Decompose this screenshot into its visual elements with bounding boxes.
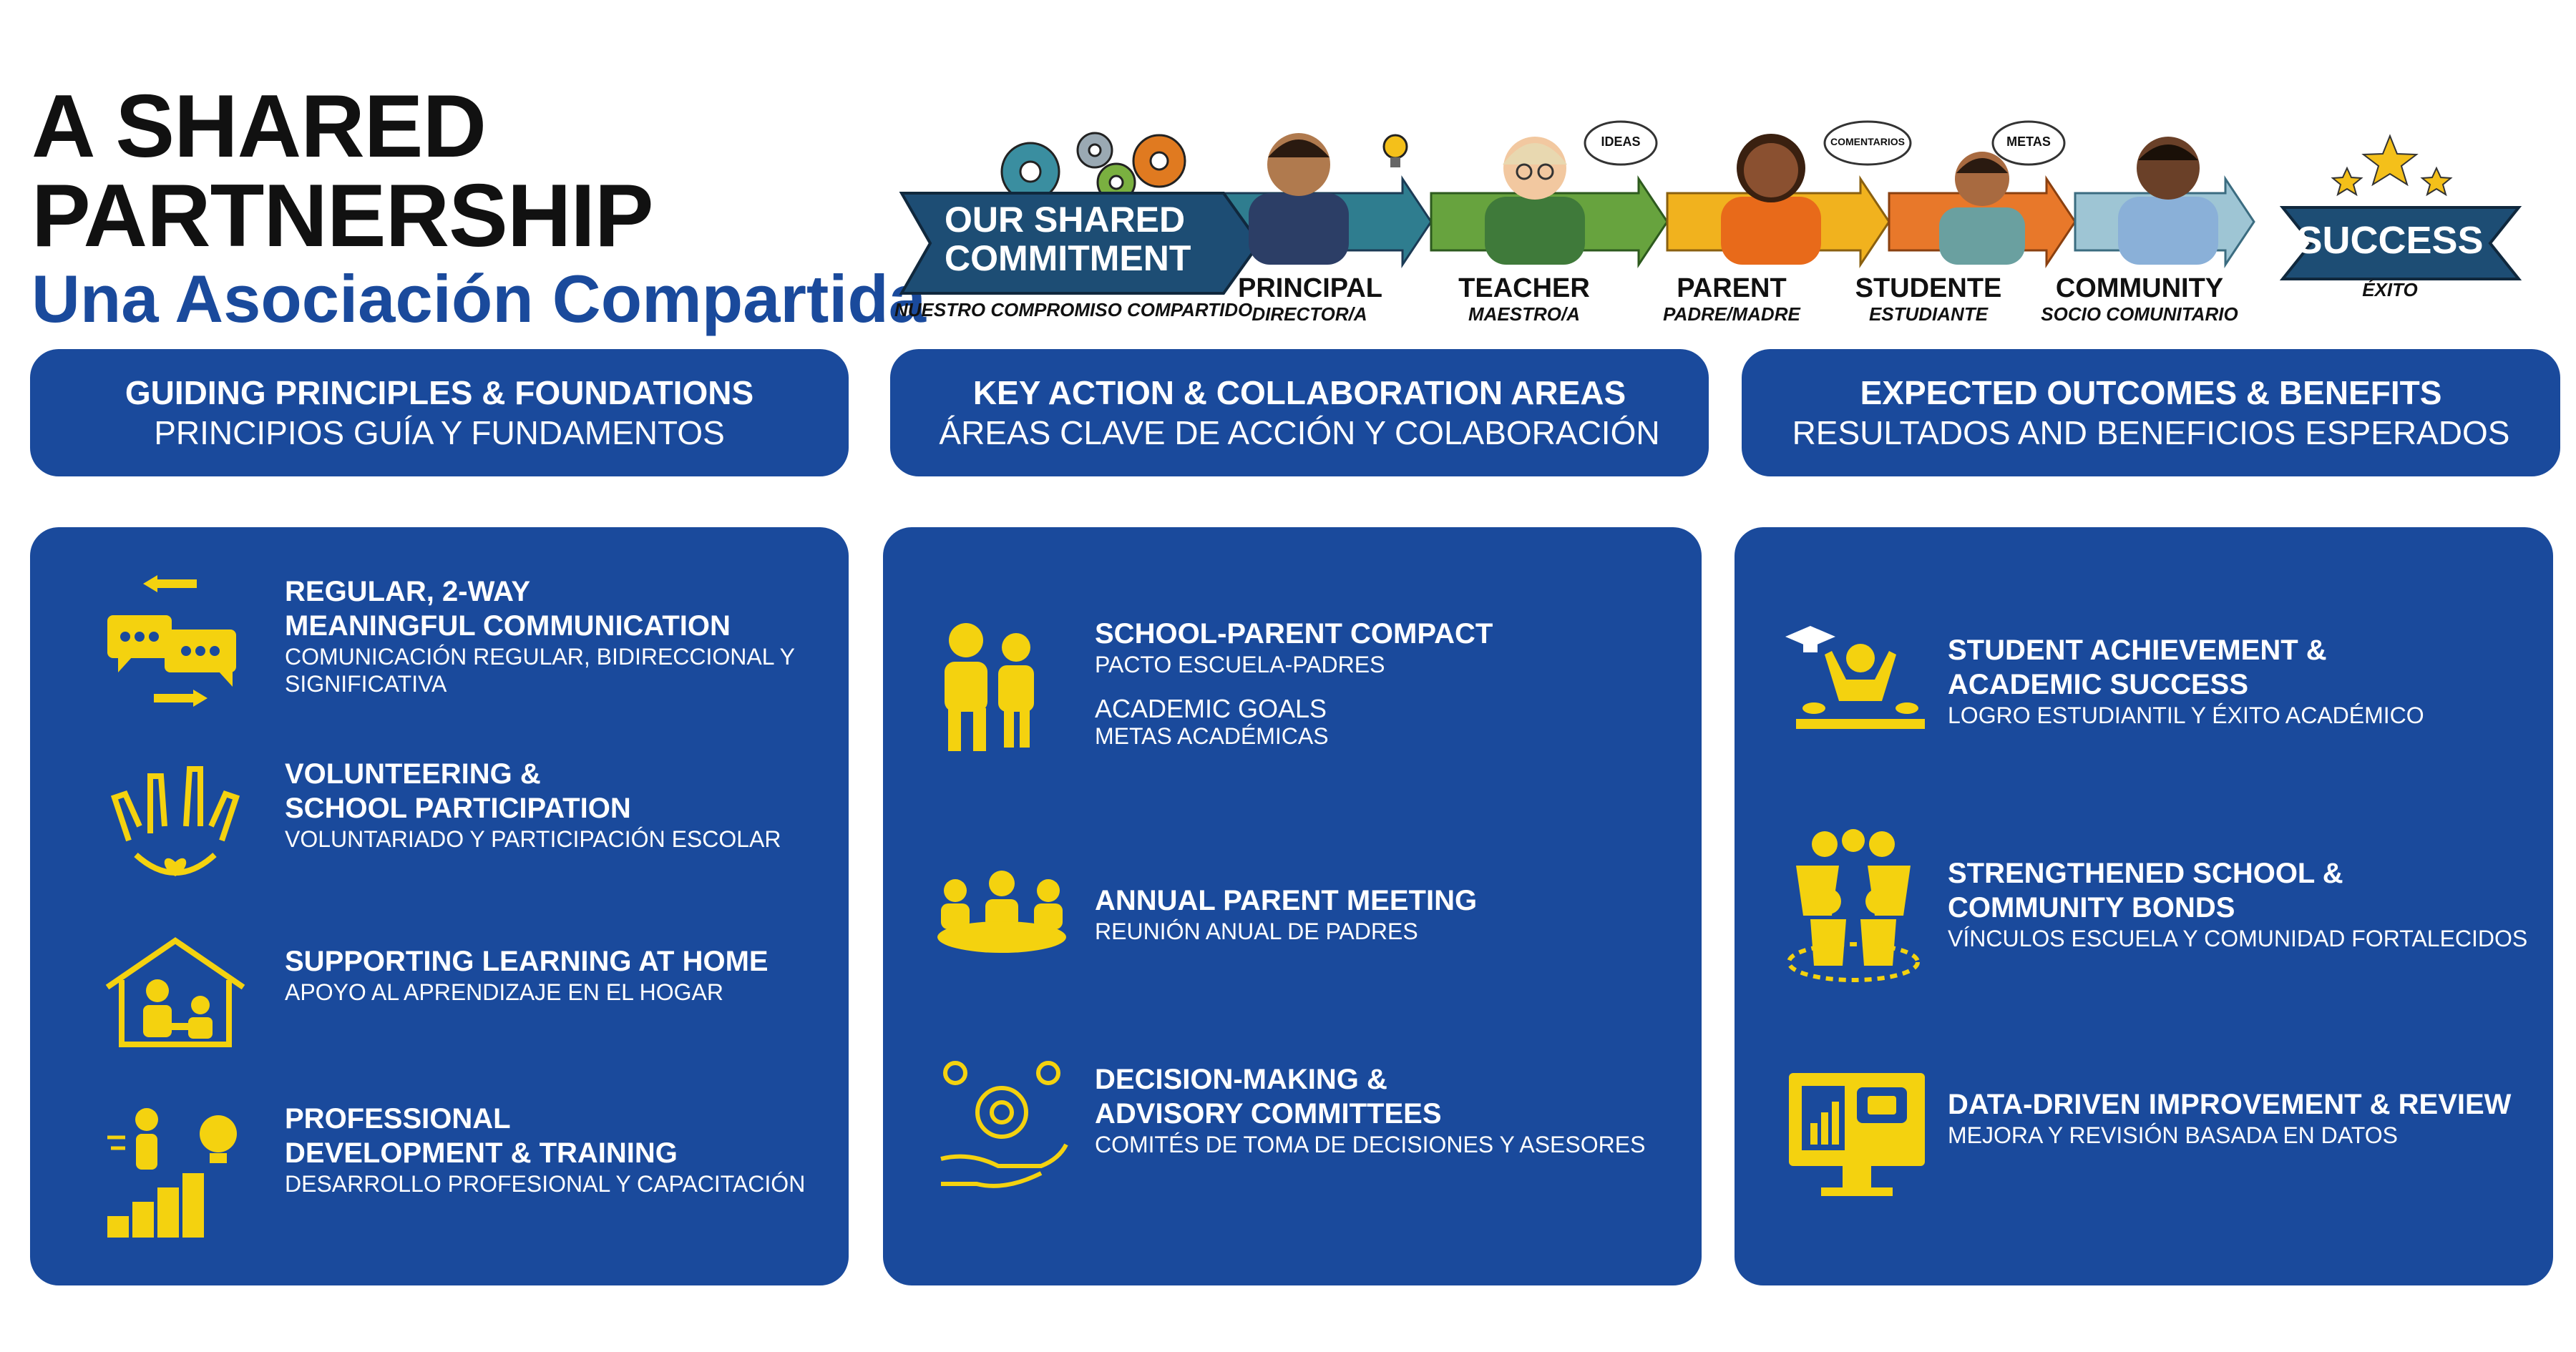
bubble-metas [1991,120,2066,166]
home-learning-icon [105,937,245,1047]
header-en: EXPECTED OUTCOMES & BENEFITS [1860,374,2442,411]
stars-icon [2331,134,2453,197]
role-community: COMMUNITY SOCIO COMUNITARIO [2039,273,2240,325]
item-subtitle: COMITÉS DE TOMA DE DECISIONES Y ASESORES [1095,1132,1646,1157]
item-title: DATA-DRIVEN IMPROVEMENT & REVIEW [1948,1089,2512,1120]
item-subtitle: LOGRO ESTUDIANTIL Y ÉXITO ACADÉMICO [1948,702,2424,728]
item-subtitle: REUNIÓN ANUAL DE PADRES [1095,919,1418,944]
gears-icon [1000,132,1186,202]
item-data-driven: DATA-DRIVEN IMPROVEMENT & REVIEW MEJORA … [1948,1087,2511,1149]
item-subtitle: DESARROLLO PROFESIONAL Y CAPACITACIÓN [285,1171,806,1197]
bubble-comentarios [1823,120,1912,166]
success-ribbon [2279,206,2522,280]
role-student: STUDENTE ESTUDIANTE [1850,273,2007,325]
item-title: SUPPORTING LEARNING AT HOME [285,946,769,977]
commitment-line1: OUR SHARED [945,200,1186,240]
page-subtitle: Una Asociación Compartida [31,261,927,336]
role-principal: PRINCIPAL DIRECTOR/A [1238,273,1382,325]
item-subtitle: COMUNICACIÓN REGULAR, BIDIRECCIONAL Y [285,644,795,670]
role-en: PRINCIPAL [1238,273,1382,303]
item-title: ANNUAL PARENT MEETING [1095,885,1478,916]
commitment-sub: NUESTRO COMPROMISO COMPARTIDO [894,299,1253,320]
bubble-ideas-text: IDEAS [1601,134,1641,149]
header-es: PRINCIPIOS GUÍA Y FUNDAMENTOS [154,414,725,451]
community-bonds-icon [1787,829,1920,982]
item-subtitle: VÍNCULOS ESCUELA Y COMUNIDAD FORTALECIDO… [1948,926,2528,951]
item-title: STRENGTHENED SCHOOL & [1948,858,2343,889]
item-title: ACADEMIC SUCCESS [1948,669,2249,700]
item-learning-home: SUPPORTING LEARNING AT HOME APOYO AL APR… [285,944,769,1006]
role-es: ESTUDIANTE [1868,303,1989,325]
role-en: PARENT [1677,273,1787,303]
lightbulb-icon [1382,134,1408,167]
item-subtitle: VOLUNTARIADO Y PARTICIPACIÓN ESCOLAR [285,826,781,852]
item-title: ADVISORY COMMITTEES [1095,1098,1442,1130]
header-es: ÁREAS CLAVE DE ACCIÓN Y COLABORACIÓN [939,414,1660,451]
academic-goals-subtitle: METAS ACADÉMICAS [1095,723,1329,749]
parent-avatar [1721,134,1821,265]
header-en: KEY ACTION & COLLABORATION AREAS [972,374,1626,411]
item-title: STUDENT ACHIEVEMENT & [1948,635,2327,666]
item-subtitle: APOYO AL APRENDIZAJE EN EL HOGAR [285,979,723,1005]
bubble-metas-text: METAS [2006,134,2051,149]
volunteer-hands-icon [110,766,240,876]
student-achievement-icon [1785,626,1925,729]
role-parent: PARENT PADRE/MADRE [1653,273,1810,325]
student-avatar [1939,152,2025,265]
principal-avatar [1249,133,1349,265]
commitment-line2: COMMITMENT [945,238,1191,278]
header-key-actions: KEY ACTION & COLLABORATION AREAS ÁREAS C… [890,349,1709,476]
item-communication: REGULAR, 2-WAY MEANINGFUL COMMUNICATION … [285,574,795,697]
item-professional-development: PROFESSIONAL DEVELOPMENT & TRAINING DESA… [285,1102,805,1197]
header-en: GUIDING PRINCIPLES & FOUNDATIONS [125,374,754,411]
role-teacher: TEACHER MAESTRO/A [1453,273,1596,325]
item-school-parent-compact: SCHOOL-PARENT COMPACT PACTO ESCUELA-PADR… [1095,617,1493,750]
header-outcomes: EXPECTED OUTCOMES & BENEFITS RESULTADOS … [1742,349,2560,476]
item-title: DEVELOPMENT & TRAINING [285,1137,678,1169]
item-title: PROFESSIONAL [285,1103,511,1135]
item-volunteering: VOLUNTEERING & SCHOOL PARTICIPATION VOLU… [285,757,781,853]
commitment-ribbon [899,192,1262,295]
role-es: MAESTRO/A [1468,303,1580,325]
decision-committee-icon [940,1061,1068,1188]
item-title: SCHOOL-PARENT COMPACT [1095,618,1493,650]
partnership-banner [899,120,2522,295]
academic-goals-title: ACADEMIC GOALS [1095,694,1327,723]
role-en: TEACHER [1458,273,1590,303]
page-title-line2: PARTNERSHIP [31,167,654,265]
item-title: DECISION-MAKING & [1095,1064,1387,1095]
community-avatar [2118,137,2218,265]
parent-meeting-icon [937,871,1066,953]
item-subtitle: PACTO ESCUELA-PADRES [1095,652,1385,677]
item-title: SCHOOL PARTICIPATION [285,793,631,824]
role-es: DIRECTOR/A [1252,303,1367,325]
header-guiding-principles: GUIDING PRINCIPLES & FOUNDATIONS PRINCIP… [30,349,849,476]
item-community-bonds: STRENGTHENED SCHOOL & COMMUNITY BONDS VÍ… [1948,856,2527,952]
role-es: PADRE/MADRE [1663,303,1800,325]
item-title: REGULAR, 2-WAY [285,576,531,607]
professional-growth-icon [107,1108,237,1238]
teacher-avatar [1485,137,1585,265]
role-en: STUDENTE [1855,273,2002,303]
bubble-comentarios-text: COMENTARIOS [1830,136,1905,147]
item-decision-making: DECISION-MAKING & ADVISORY COMMITTEES CO… [1095,1062,1645,1158]
role-en: COMMUNITY [2055,273,2224,303]
item-title: MEANINGFUL COMMUNICATION [285,610,731,642]
school-parent-compact-icon [945,623,1034,751]
item-annual-parent-meeting: ANNUAL PARENT MEETING REUNIÓN ANUAL DE P… [1095,883,1477,945]
data-review-icon [1789,1073,1925,1196]
commitment-label: OUR SHARED COMMITMENT [945,200,1191,278]
item-subtitle: SIGNIFICATIVA [285,671,447,697]
success-label: SUCCESS [2296,219,2484,262]
page-title-line1: A SHARED [31,77,487,176]
item-title: VOLUNTEERING & [285,758,541,790]
item-subtitle: MEJORA Y REVISIÓN BASADA EN DATOS [1948,1122,2398,1148]
item-student-achievement: STUDENT ACHIEVEMENT & ACADEMIC SUCCESS L… [1948,633,2424,729]
success-sub: ÉXITO [2362,279,2418,300]
header-es: RESULTADOS AND BENEFICIOS ESPERADOS [1792,414,2510,451]
bubble-ideas [1584,120,1658,166]
role-es: SOCIO COMUNITARIO [2041,303,2238,325]
item-title: COMMUNITY BONDS [1948,892,2235,924]
communication-icon [107,575,236,707]
